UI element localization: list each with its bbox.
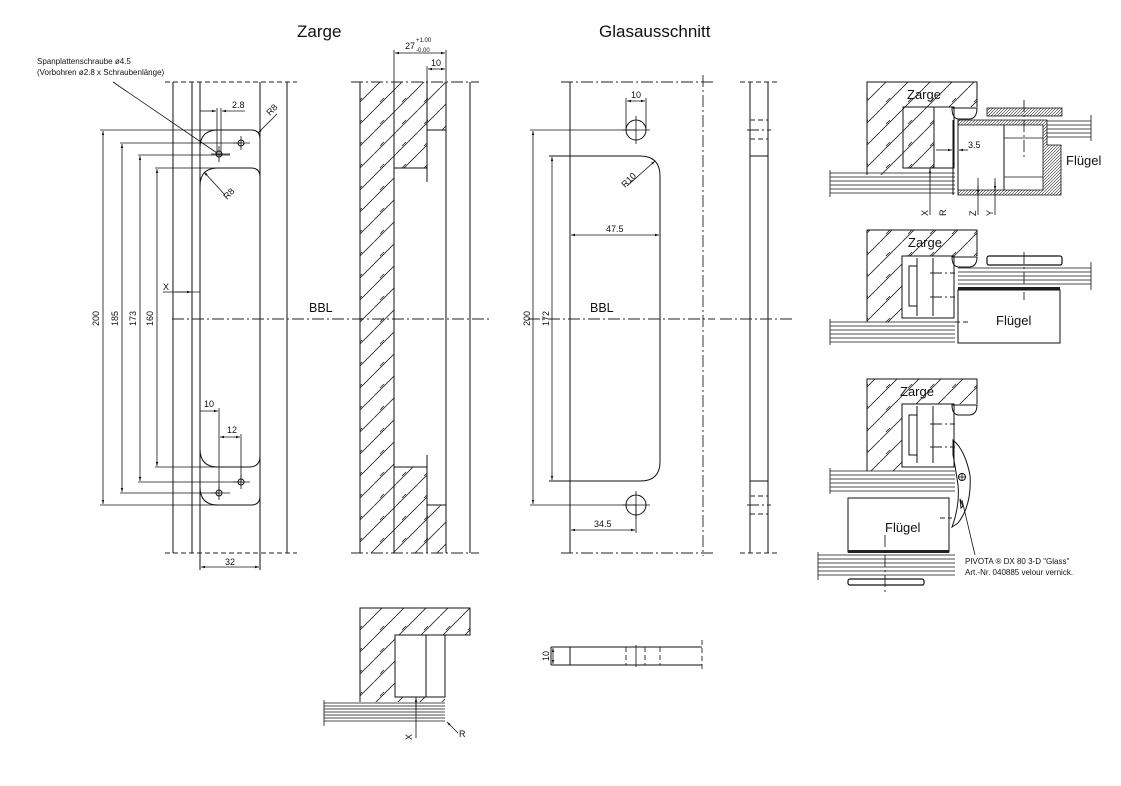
dim-glass-200: 200 xyxy=(522,311,532,326)
bbl-label-zarge: BBL xyxy=(309,301,333,315)
dim-r8-inner: R8 xyxy=(221,186,236,201)
glass-side-view xyxy=(720,81,794,554)
glass-layers xyxy=(829,115,1092,197)
dim-27-tol-lower: -0.00 xyxy=(416,48,430,54)
screw-note-line1: Spanplattenschraube ø4.5 xyxy=(37,57,131,66)
dim-160: 160 xyxy=(145,311,155,326)
glass-layers xyxy=(829,262,1092,345)
detail-3: Zarge Flügel PIVOTA ® DX 80 3-D "Glass" … xyxy=(817,378,1073,592)
product-leader-line xyxy=(961,499,976,556)
dim-200: 200 xyxy=(91,311,101,326)
screw-note-line2: (Vorbohren ø2.8 x Schraubenlänge) xyxy=(37,68,165,77)
strike-plate-outline xyxy=(199,129,261,506)
detail-2: Zarge Flügel xyxy=(829,229,1092,345)
dim-32: 32 xyxy=(225,557,235,567)
dim-2-8: 2.8 xyxy=(232,100,245,110)
detail1-x: X xyxy=(920,210,930,216)
dim-12: 12 xyxy=(227,425,237,435)
detail1-z: Z xyxy=(968,210,978,216)
detail3-zarge-label: Zarge xyxy=(900,384,934,399)
bottom-x-label: X xyxy=(404,734,414,740)
detail1-fluegel-label: Flügel xyxy=(1066,153,1102,168)
glass-cutout-view: BBL 10 200 172 R10 47.5 34.5 xyxy=(522,75,715,556)
detail1-y: Y xyxy=(985,210,995,216)
dim-hole-10: 10 xyxy=(631,90,641,100)
cutout-outline xyxy=(549,155,661,482)
dim-27-tol-upper: +1.00 xyxy=(416,38,432,44)
dim-10-section: 10 xyxy=(431,58,441,68)
detail-1: Zarge Flügel 3.5 X R Z Y xyxy=(829,81,1102,216)
detail1-r: R xyxy=(938,209,948,216)
bottom-r-label: R xyxy=(459,729,466,739)
hatched-frame xyxy=(360,82,446,553)
glass-layers xyxy=(323,700,445,726)
leader-line xyxy=(112,81,218,154)
product-article: Art.-Nr. 040885 velour vernick. xyxy=(965,568,1073,577)
dim-10: 10 xyxy=(204,399,214,409)
pocket-outline xyxy=(199,167,261,468)
title-zarge: Zarge xyxy=(297,22,341,41)
dim-glass-172: 172 xyxy=(541,311,551,326)
glass-layers xyxy=(817,468,955,580)
dim-173: 173 xyxy=(128,311,138,326)
detail2-fluegel-label: Flügel xyxy=(996,313,1032,328)
detail3-fluegel-label: Flügel xyxy=(885,520,921,535)
detail1-gap: 3.5 xyxy=(968,140,981,150)
bbl-label-glass: BBL xyxy=(590,301,614,315)
product-name: PIVOTA ® DX 80 3-D "Glass" xyxy=(965,557,1070,566)
detail2-zarge-label: Zarge xyxy=(908,235,942,250)
bottom-zarge-detail: X R xyxy=(323,607,471,740)
title-glasausschnitt: Glasausschnitt xyxy=(599,22,711,41)
zarge-section-view: 27 +1.00 -0.00 10 xyxy=(351,38,479,554)
dim-27: 27 xyxy=(405,41,415,51)
screw-note: Spanplattenschraube ø4.5 (Vorbohren ø2.8… xyxy=(37,57,218,154)
dim-185: 185 xyxy=(110,311,120,326)
pivot-hinge xyxy=(951,438,971,529)
dim-r8-outer: R8 xyxy=(264,102,279,117)
dim-r10: R10 xyxy=(619,171,638,190)
zarge-front-view: BBL 200 185 173 160 X 2.8 R8 R8 xyxy=(91,81,490,570)
glass-edge-horizontal: 10 xyxy=(541,640,703,672)
dim-47-5: 47.5 xyxy=(606,224,624,234)
dim-x: X xyxy=(163,282,169,292)
dim-glass-10: 10 xyxy=(541,651,551,661)
detail1-zarge-label: Zarge xyxy=(907,87,941,102)
dim-34-5: 34.5 xyxy=(594,519,612,529)
